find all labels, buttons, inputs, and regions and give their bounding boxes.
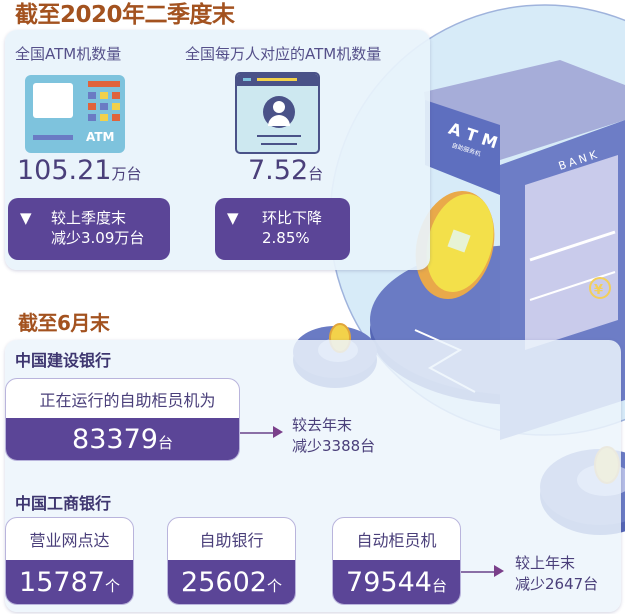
- atm-icon-text: ATM: [86, 130, 115, 144]
- card-label: 营业网点达: [29, 531, 110, 550]
- atm-machine-icon: ATM: [25, 75, 125, 153]
- atm-count-change-box: ▼ 较上季度末减少3.09万台: [8, 198, 170, 260]
- svg-text:¥: ¥: [594, 283, 603, 298]
- card-label: 自助银行: [199, 531, 264, 550]
- per-10k-value: 7.52台: [248, 155, 324, 186]
- icbc-note: 较上年末减少2647台: [515, 554, 599, 593]
- card-label: 自动柜员机: [356, 531, 437, 550]
- atm-count-label: 全国ATM机数量: [15, 45, 122, 63]
- arrow-head-icon: [494, 565, 504, 577]
- atm-count-change-text: 较上季度末减少3.09万台: [51, 209, 145, 247]
- atm-count-value: 105.21万台: [17, 155, 142, 186]
- ccb-name: 中国建设银行: [15, 351, 112, 370]
- down-triangle-icon: ▼: [20, 209, 32, 227]
- page-title: 截至2020年二季度末: [15, 2, 235, 28]
- id-card-icon: [235, 72, 320, 154]
- down-triangle-icon: ▼: [227, 209, 239, 227]
- icbc-name: 中国工商银行: [15, 494, 112, 513]
- national-panel: 全国ATM机数量 ATM 105.21万台 ▼ 较上季度末减少3.09万台 全国…: [5, 30, 430, 270]
- june-title: 截至6月末: [18, 311, 110, 335]
- per-10k-label: 全国每万人对应的ATM机数量: [185, 45, 382, 63]
- ccb-atm-label: 正在运行的自助柜员机为: [39, 390, 216, 410]
- ccb-note: 较去年末减少3388台: [292, 416, 376, 455]
- arrow-icon: [461, 571, 497, 573]
- arrow-icon: [240, 432, 276, 434]
- arrow-head-icon: [273, 426, 283, 438]
